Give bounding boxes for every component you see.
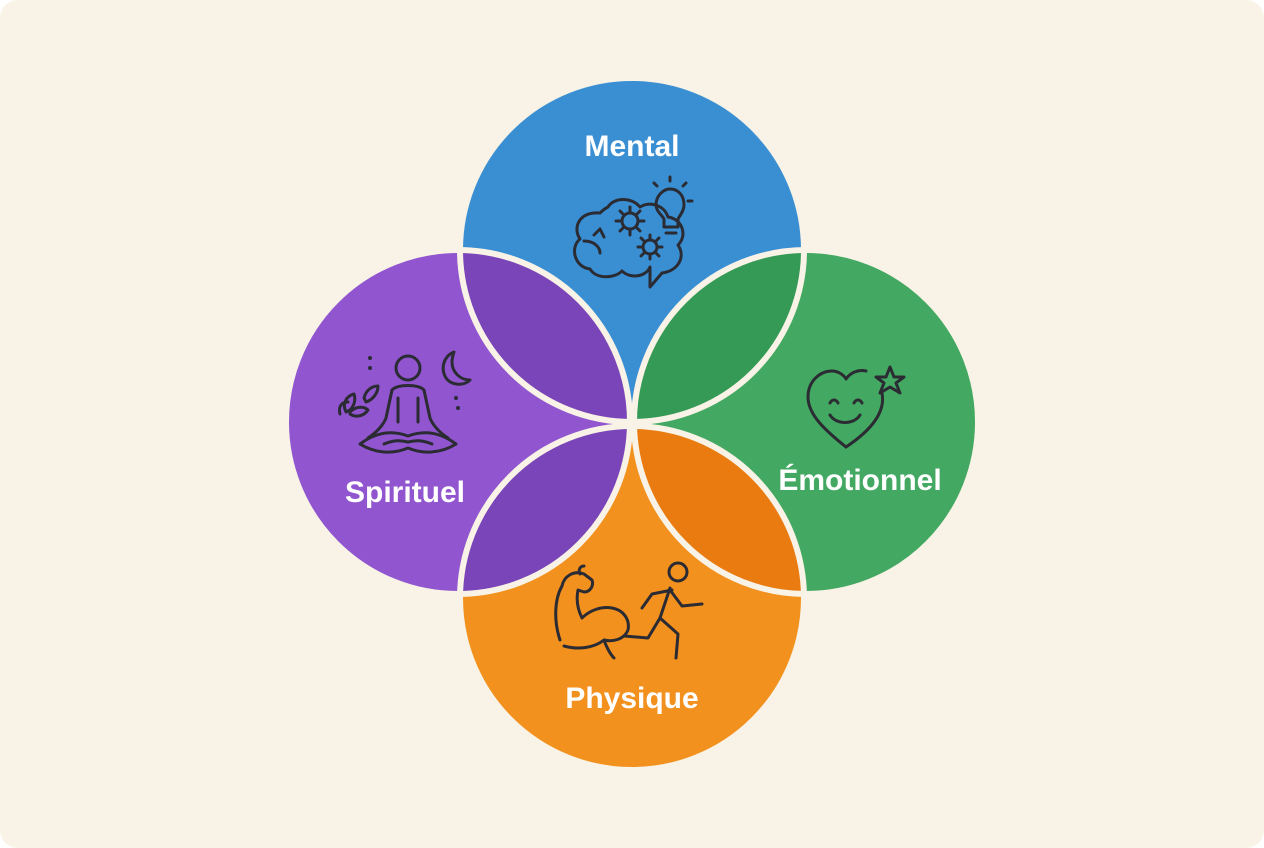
physical-label: Physique — [565, 682, 698, 715]
physical-spiritual-overlap — [460, 426, 630, 594]
spiritual-outline — [283, 247, 633, 597]
spiritual-label: Spirituel — [345, 476, 465, 509]
physical-emotional-overlap — [634, 426, 804, 594]
emotional-label: Émotionnel — [778, 463, 941, 497]
meditation-moon-lotus-icon — [338, 350, 472, 454]
brain-gears-lightbulb-icon — [573, 175, 694, 289]
muscle-runner-icon — [554, 561, 704, 660]
smiling-heart-star-icon — [806, 365, 906, 449]
mental-label: Mental — [584, 130, 679, 163]
mental-emotional-overlap — [634, 250, 804, 422]
mental-spiritual-overlap — [460, 250, 630, 422]
